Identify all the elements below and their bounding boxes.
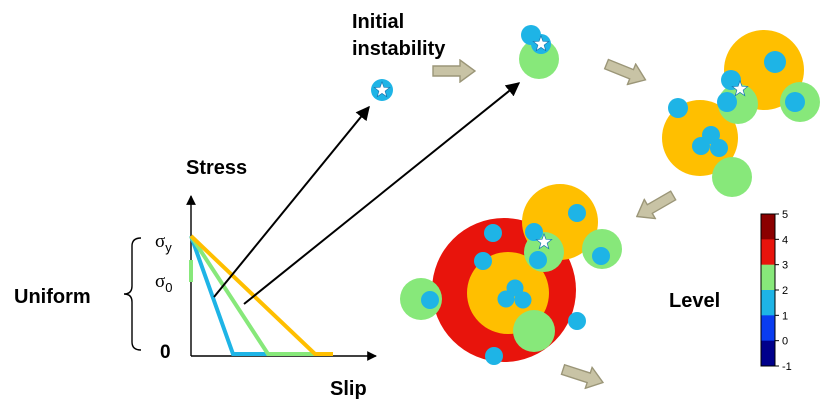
- right-arrow-icon: [432, 59, 476, 83]
- slip-axis-label: Slip: [330, 378, 367, 400]
- level-2-patch: [712, 157, 752, 197]
- level-label: Level: [669, 290, 720, 312]
- level-1-patch: [525, 223, 543, 241]
- colorbar-swatch: [761, 214, 775, 240]
- stage-two: [519, 25, 559, 79]
- pointer-arrow-short: [213, 105, 370, 298]
- initial-instability-label: Initial instability: [352, 11, 446, 60]
- level-2-patch: [513, 310, 555, 352]
- level-1-patch: [764, 51, 786, 73]
- stage-three: [662, 30, 820, 197]
- level-1-patch: [485, 347, 503, 365]
- sigma-y-label: σy: [155, 231, 172, 255]
- level-1-patch: [529, 251, 547, 269]
- colorbar-swatch: [761, 264, 775, 291]
- stage-four: [400, 184, 622, 365]
- friction-law-line-medium: [189, 234, 315, 356]
- stage-initial: [371, 79, 393, 101]
- sigma-0-label: σ0: [155, 271, 172, 295]
- colorbar-swatch: [761, 340, 775, 367]
- colorbar-swatch: [761, 315, 775, 342]
- friction-law-line-short: [189, 235, 268, 356]
- level-1-patch: [717, 92, 737, 112]
- right-arrow-icon: [601, 53, 651, 91]
- level-1-patch: [484, 224, 502, 242]
- level-1-patch: [692, 137, 710, 155]
- colorbar-tick-label: 4: [782, 234, 788, 246]
- level-1-patch: [474, 252, 492, 270]
- stress-axis-label: Stress: [186, 157, 247, 179]
- level-1-patch: [514, 291, 532, 309]
- level-1-patch: [497, 290, 515, 308]
- zero-label: 0: [160, 342, 171, 363]
- level-1-patch: [568, 204, 586, 222]
- down-right-arrow-icon: [558, 358, 608, 394]
- uniform-brace: [123, 237, 142, 351]
- level-2-patch: [400, 278, 442, 320]
- level-1-patch: [721, 70, 741, 90]
- level-1-patch: [421, 291, 439, 309]
- colorbar-tick-label: 0: [782, 336, 788, 348]
- level-1-patch: [592, 247, 610, 265]
- level-1-patch: [568, 312, 586, 330]
- colorbar-tick-label: 2: [782, 285, 788, 297]
- friction-law-plot: Stress Slip σy σ0 0 Uniform: [14, 157, 377, 400]
- level-1-patch: [785, 92, 805, 112]
- colorbar-tick-label: 5: [782, 209, 788, 221]
- level-1-patch: [668, 98, 688, 118]
- colorbar-tick-label: -1: [782, 361, 792, 373]
- level-1-patch: [710, 139, 728, 157]
- colorbar-swatch: [761, 239, 775, 266]
- colorbar-tick-label: 3: [782, 260, 788, 272]
- colorbar-tick-label: 1: [782, 310, 788, 322]
- pointer-arrow-long: [243, 82, 521, 305]
- level-colorbar: 5 4 3 2 1 0 -1: [760, 209, 792, 373]
- colorbar-swatch: [761, 290, 775, 316]
- uniform-label: Uniform: [14, 286, 91, 308]
- down-left-arrow-icon: [630, 185, 680, 227]
